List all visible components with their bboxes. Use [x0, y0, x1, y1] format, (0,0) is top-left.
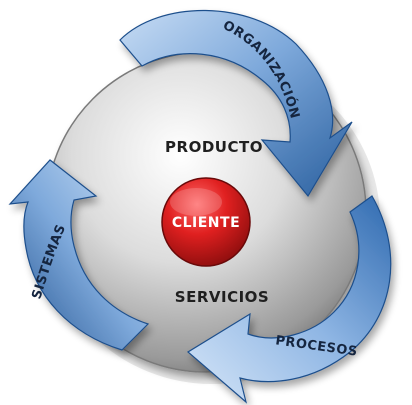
- arrow-organizacion: [119, 9, 353, 198]
- disc-top-label: PRODUCTO: [165, 138, 263, 156]
- center-circle: [161, 177, 251, 267]
- arrow-sistemas: [8, 159, 150, 351]
- disc-bottom-label: SERVICIOS: [175, 288, 269, 306]
- center-highlight: [170, 188, 222, 216]
- center-label: CLIENTE: [172, 215, 240, 231]
- arrow-procesos: [186, 195, 392, 404]
